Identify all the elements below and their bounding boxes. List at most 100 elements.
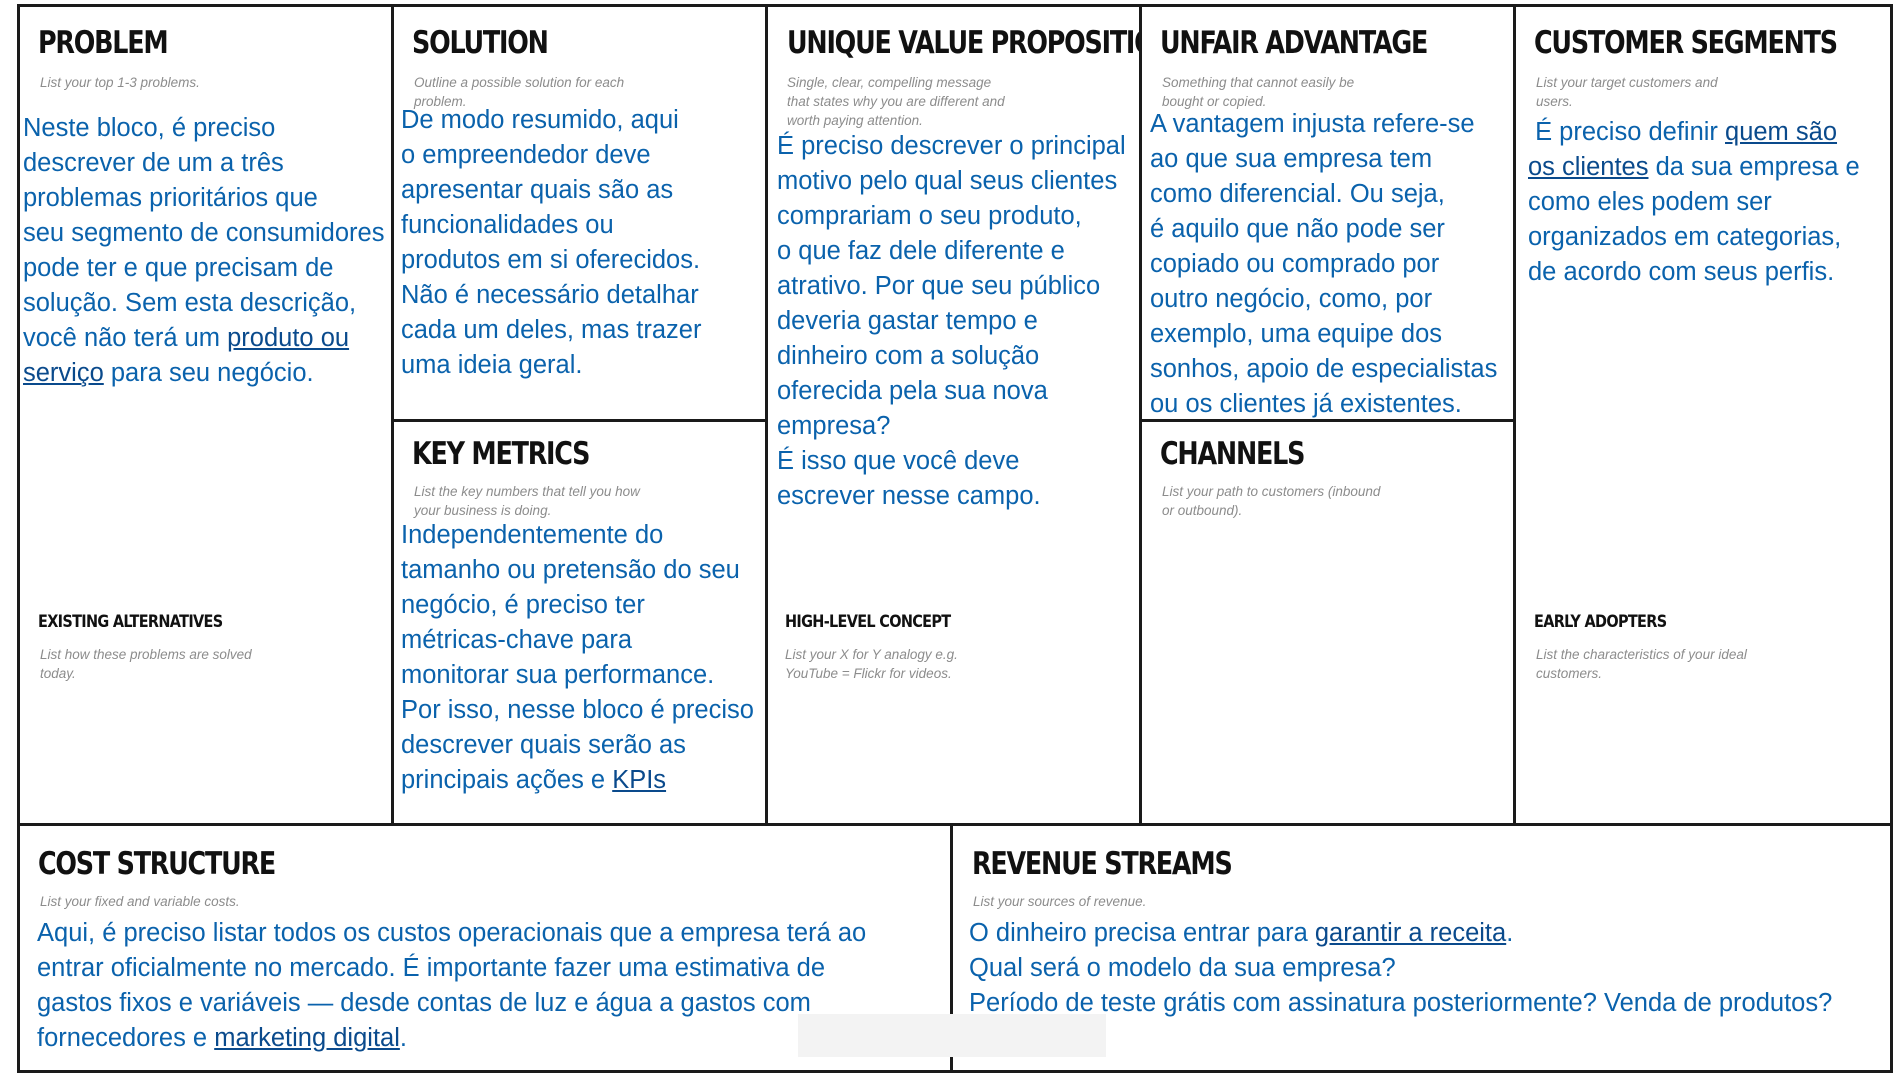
- cost-structure-line-text: .: [399, 1024, 407, 1052]
- channels-hint: List your path to customers (inbound or …: [1162, 484, 1381, 518]
- revenue-streams-line: Qual será o modelo da sua empresa?: [969, 954, 1396, 982]
- key-metrics-title: KEY METRICS: [412, 436, 590, 472]
- early-adopters-title: EARLY ADOPTERS: [1534, 612, 1667, 632]
- problem-line: pode ter e que precisam de: [23, 254, 334, 282]
- unfair-advantage-line: como diferencial. Ou seja,: [1150, 180, 1445, 208]
- unfair-advantage-line: ou os clientes já existentes.: [1150, 390, 1462, 418]
- customer-segments-hint: List your target customers and users.: [1536, 75, 1718, 109]
- quem-sao-link[interactable]: quem são: [1725, 118, 1838, 146]
- solution-line: uma ideia geral.: [401, 351, 583, 379]
- uvp-line: É preciso descrever o principal: [777, 132, 1126, 160]
- solution-hint: Outline a possible solution for each pro…: [414, 75, 625, 109]
- cost-structure-line: Aqui, é preciso listar todos os custos o…: [37, 919, 867, 947]
- key-metrics-line: monitorar sua performance.: [401, 661, 715, 689]
- revenue-streams-line: O dinheiro precisa entrar para garantir …: [969, 916, 1832, 951]
- problem-line: você não terá um produto ou: [23, 321, 384, 356]
- key-metrics-line: métricas-chave para: [401, 626, 633, 654]
- problem-line-text: para seu negócio.: [103, 359, 314, 387]
- problem-line: descrever de um a três: [23, 149, 284, 177]
- revenue-streams-line-text: .: [1506, 919, 1514, 947]
- solution-line: cada um deles, mas trazer: [401, 316, 702, 344]
- unfair-advantage-line: ao que sua empresa tem: [1150, 145, 1433, 173]
- customer-segments-body: É preciso definir quem são os clientes d…: [1528, 115, 1860, 290]
- revenue-streams-line-text: O dinheiro precisa entrar para: [969, 919, 1315, 947]
- cost-structure-hint: List your fixed and variable costs.: [40, 894, 240, 909]
- key-metrics-body: Independentemente do tamanho ou pretensã…: [401, 518, 754, 798]
- solution-title: SOLUTION: [412, 25, 549, 61]
- key-metrics-line: Independentemente do: [401, 521, 664, 549]
- solution-line: o empreendedor deve: [401, 141, 651, 169]
- problem-block: PROBLEM List your top 1-3 problems. Nest…: [17, 4, 394, 826]
- problem-body: Neste bloco, é preciso descrever de um a…: [23, 111, 384, 391]
- problem-line: solução. Sem esta descrição,: [23, 289, 357, 317]
- solution-line: Não é necessário detalhar: [401, 281, 699, 309]
- existing-alternatives-hint: List how these problems are solved today…: [40, 647, 252, 681]
- key-metrics-line: negócio, é preciso ter: [401, 591, 645, 619]
- cost-structure-block: COST STRUCTURE List your fixed and varia…: [17, 823, 953, 1073]
- cost-structure-line: entrar oficialmente no mercado. É import…: [37, 954, 826, 982]
- key-metrics-line-text: principais ações e: [401, 766, 613, 794]
- customer-segments-line: os clientes da sua empresa e: [1528, 150, 1860, 185]
- problem-line: Neste bloco, é preciso: [23, 114, 276, 142]
- key-metrics-block: KEY METRICS List the key numbers that te…: [391, 419, 768, 826]
- key-metrics-line: tamanho ou pretensão do seu: [401, 556, 740, 584]
- uvp-line: É isso que você deve: [777, 447, 1020, 475]
- cost-structure-line: gastos fixos e variáveis — desde contas …: [37, 989, 811, 1017]
- revenue-streams-body: O dinheiro precisa entrar para garantir …: [969, 916, 1832, 1021]
- high-level-concept-hint: List your X for Y analogy e.g. YouTube =…: [785, 647, 958, 681]
- unfair-advantage-line: outro negócio, como, por: [1150, 285, 1433, 313]
- revenue-streams-hint: List your sources of revenue.: [973, 894, 1147, 909]
- unfair-advantage-line: sonhos, apoio de especialistas: [1150, 355, 1498, 383]
- uvp-hint: Single, clear, compelling message that s…: [787, 75, 1005, 128]
- os-clientes-link[interactable]: os clientes: [1528, 153, 1649, 181]
- solution-line: apresentar quais são as: [401, 176, 674, 204]
- uvp-line: atrativo. Por que seu público: [777, 272, 1101, 300]
- problem-line: serviço para seu negócio.: [23, 356, 384, 391]
- produto-servico-link[interactable]: produto ou: [227, 324, 350, 352]
- uvp-body: É preciso descrever o principal motivo p…: [777, 129, 1126, 514]
- revenue-streams-line: Período de teste grátis com assinatura p…: [969, 989, 1833, 1017]
- servico-link[interactable]: serviço: [23, 359, 104, 387]
- unfair-advantage-line: é aquilo que não pode ser: [1150, 215, 1445, 243]
- solution-line: produtos em si oferecidos.: [401, 246, 701, 274]
- customer-segments-line-text: É preciso definir: [1535, 118, 1726, 146]
- uvp-title: UNIQUE VALUE PROPOSITION: [787, 25, 1176, 61]
- key-metrics-hint: List the key numbers that tell you how y…: [414, 484, 640, 518]
- revenue-streams-title: REVENUE STREAMS: [972, 846, 1233, 882]
- customer-segments-line-text: da sua empresa e: [1648, 153, 1860, 181]
- unfair-advantage-title: UNFAIR ADVANTAGE: [1160, 25, 1428, 61]
- high-level-concept-title: HIGH-LEVEL CONCEPT: [785, 612, 951, 632]
- kpis-link[interactable]: KPIs: [612, 766, 667, 794]
- customer-segments-line: É preciso definir quem são: [1528, 115, 1860, 150]
- problem-hint: List your top 1-3 problems.: [40, 75, 200, 90]
- revenue-streams-block: REVENUE STREAMS List your sources of rev…: [950, 823, 1893, 1073]
- key-metrics-line: Por isso, nesse bloco é preciso: [401, 696, 754, 724]
- problem-title: PROBLEM: [38, 25, 169, 61]
- early-adopters-hint: List the characteristics of your ideal c…: [1536, 647, 1747, 681]
- customer-segments-line: como eles podem ser: [1528, 188, 1772, 216]
- uvp-line: escrever nesse campo.: [777, 482, 1041, 510]
- uvp-line: oferecida pela sua nova: [777, 377, 1048, 405]
- existing-alternatives-title: EXISTING ALTERNATIVES: [38, 612, 223, 632]
- uvp-block: UNIQUE VALUE PROPOSITION Single, clear, …: [765, 4, 1176, 826]
- garantir-receita-link[interactable]: garantir a receita: [1314, 919, 1507, 947]
- solution-line: funcionalidades ou: [401, 211, 614, 239]
- solution-body: De modo resumido, aqui o empreendedor de…: [401, 103, 701, 383]
- customer-segments-line: de acordo com seus perfis.: [1528, 258, 1835, 286]
- uvp-line: o que faz dele diferente e: [777, 237, 1065, 265]
- cost-structure-title: COST STRUCTURE: [38, 846, 276, 882]
- key-metrics-line: descrever quais serão as: [401, 731, 686, 759]
- cost-structure-line: fornecedores e marketing digital.: [37, 1021, 866, 1056]
- customer-segments-line: organizados em categorias,: [1528, 223, 1842, 251]
- unfair-advantage-line: A vantagem injusta refere-se: [1150, 110, 1475, 138]
- key-metrics-line: principais ações e KPIs: [401, 763, 754, 798]
- solution-block: SOLUTION Outline a possible solution for…: [391, 4, 768, 826]
- unfair-advantage-line: copiado ou comprado por: [1150, 250, 1440, 278]
- channels-title: CHANNELS: [1160, 436, 1305, 472]
- unfair-advantage-block: UNFAIR ADVANTAGE Something that cannot e…: [1139, 4, 1516, 826]
- marketing-digital-link[interactable]: marketing digital: [214, 1024, 400, 1052]
- channels-block: CHANNELS List your path to customers (in…: [1139, 419, 1516, 826]
- uvp-line: comprariam o seu produto,: [777, 202, 1082, 230]
- solution-line: De modo resumido, aqui: [401, 106, 679, 134]
